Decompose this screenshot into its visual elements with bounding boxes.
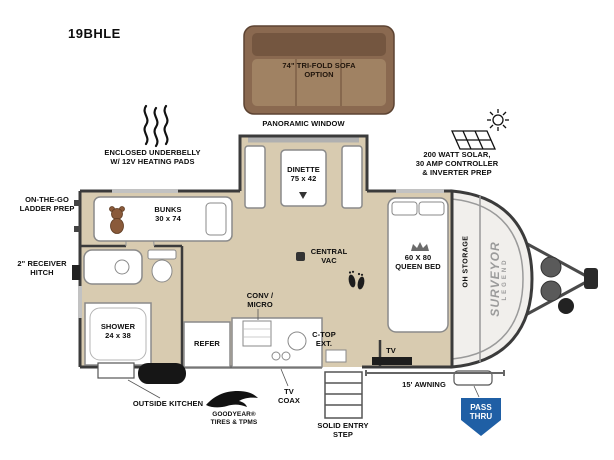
dinette-bench-left	[244, 145, 266, 209]
windows	[78, 137, 444, 318]
front-storage-box	[453, 370, 493, 386]
stove-burner	[281, 351, 291, 361]
refer-label: REFER	[194, 339, 220, 348]
hitch-coupler	[584, 268, 598, 289]
sun-icon	[487, 109, 509, 131]
tv-coax-label: TV COAX	[277, 387, 301, 405]
model-number: 19BHLE	[68, 26, 121, 41]
receiver-hitch-mark	[72, 265, 80, 280]
propane-tank-icon	[540, 280, 562, 302]
dinette-bench-right	[341, 145, 363, 209]
entry-steps	[324, 371, 363, 419]
outside-kitchen-label: OUTSIDE KITCHEN	[132, 399, 204, 408]
microwave-graphic	[242, 320, 272, 347]
crown-icon	[411, 242, 429, 251]
goodyear-wingfoot-icon	[206, 391, 258, 408]
entry-step-label: SOLID ENTRY STEP	[317, 421, 369, 439]
vanity-sink	[114, 259, 130, 275]
bed-pillow-right	[418, 201, 445, 216]
propane-tank-icon	[540, 256, 562, 278]
refer-graphic	[183, 321, 231, 368]
bed-pillow-left	[391, 201, 418, 216]
toilet-tank	[147, 249, 177, 260]
teddy-bear-icon	[109, 206, 125, 234]
brand-name: SURVEYOR	[488, 241, 502, 317]
ctop-ext-flap	[325, 349, 347, 363]
oh-storage-label: OH STORAGE	[462, 235, 470, 288]
trifold-sofa-graphic	[243, 25, 395, 115]
solar-panel-icon	[450, 130, 497, 150]
bunk-pillow	[205, 202, 227, 236]
tongue-jack-wheel	[558, 298, 574, 314]
leader-lines	[127, 309, 480, 399]
dinette-label: DINETTE 75 x 42	[287, 165, 320, 183]
goodyear-label: GOODYEAR® TIRES & TPMS	[210, 411, 258, 426]
ladder-prep-marks	[74, 200, 80, 232]
tire-icon	[138, 363, 186, 384]
pass-thru-label: PASS THRU	[469, 403, 493, 422]
central-vac-icon	[296, 252, 305, 261]
shower-pan	[89, 307, 147, 361]
ctop-ext-label: C-TOP EXT.	[312, 330, 336, 348]
slide-arrow-icon	[299, 192, 307, 199]
awning-line	[365, 370, 505, 376]
tv-label: TV	[386, 346, 396, 355]
bunks-bed	[93, 196, 233, 242]
heat-waves-icon	[143, 104, 169, 148]
conv-micro-label: CONV / MICRO	[246, 291, 274, 309]
queen-bed-graphic	[387, 197, 449, 333]
ladder-prep-label: ON-THE-GO LADDER PREP	[19, 195, 75, 213]
partitions	[80, 244, 382, 367]
solar-prep-label: 200 WATT SOLAR, 30 AMP CONTROLLER & INVE…	[415, 150, 499, 177]
furniture	[83, 145, 493, 386]
brand-series: LEGEND	[502, 257, 508, 301]
kitchen-sink	[287, 331, 307, 351]
hitch-assembly	[519, 238, 598, 320]
brand-logo: SURVEYOR LEGEND	[482, 227, 514, 331]
front-cap-inner-line	[451, 198, 524, 360]
shower-label: SHOWER 24 x 38	[100, 322, 136, 340]
outside-kitchen-hatch	[97, 362, 135, 379]
front-cap	[450, 189, 534, 369]
sofa-option-label: 74" TRI-FOLD SOFA OPTION	[282, 61, 356, 79]
stove-burner	[271, 351, 281, 361]
tv-unit	[372, 357, 412, 365]
receiver-hitch-label: 2" RECEIVER HITCH	[17, 259, 67, 277]
footprint-icon	[348, 270, 365, 290]
bath-vanity	[83, 249, 143, 285]
dinette-table	[280, 149, 327, 207]
bunks-label: BUNKS 30 x 74	[154, 205, 182, 223]
central-vac-label: CENTRAL VAC	[310, 247, 348, 265]
panoramic-window-label: PANORAMIC WINDOW	[262, 119, 345, 128]
awning-label: 15' AWNING	[402, 380, 446, 389]
enclosed-underbelly-label: ENCLOSED UNDERBELLY W/ 12V HEATING PADS	[104, 148, 201, 166]
queen-bed-label: 60 X 80 QUEEN BED	[395, 253, 441, 271]
toilet-bowl	[151, 259, 173, 283]
